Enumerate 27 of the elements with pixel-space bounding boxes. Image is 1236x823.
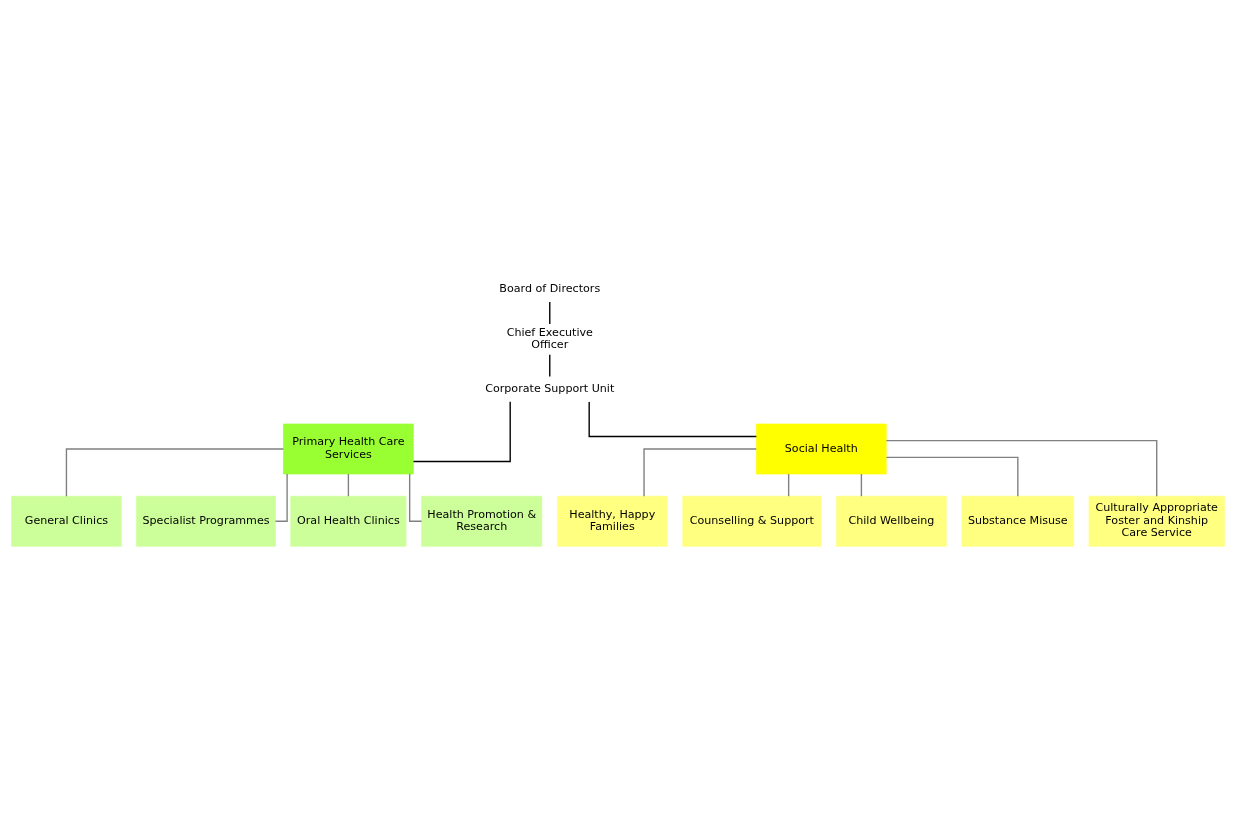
node-box: Culturally Appropriate Foster and Kinship Care Service (1088, 495, 1225, 547)
connector (860, 473, 863, 497)
node-box: Oral Health Clinics (290, 495, 407, 547)
node-text: Board of Directors (499, 281, 601, 295)
connector (643, 448, 757, 497)
connector (412, 401, 511, 463)
node-box: Healthy, Happy Families (557, 495, 668, 547)
node-box: Child Wellbeing (836, 495, 947, 547)
node-text: Corporate Support Unit (485, 381, 615, 395)
node-box: Counselling & Support (682, 495, 822, 547)
connector (885, 439, 1158, 497)
node-text: Chief Executive Officer (506, 325, 593, 352)
connector (65, 448, 285, 497)
connector (347, 473, 350, 497)
connector (549, 354, 551, 378)
connector (787, 473, 790, 497)
connector (274, 473, 288, 522)
connector (588, 401, 758, 438)
node-box: Social Health (756, 423, 887, 475)
node-box: Substance Misuse (961, 495, 1075, 547)
connector (549, 301, 551, 325)
connector (885, 456, 1019, 497)
connector (408, 473, 423, 522)
node-box: Health Promotion & Research (421, 495, 543, 547)
node-box: Primary Health Care Services (283, 423, 414, 475)
node-box: Specialist Programmes (136, 495, 276, 547)
node-box: General Clinics (11, 495, 122, 547)
